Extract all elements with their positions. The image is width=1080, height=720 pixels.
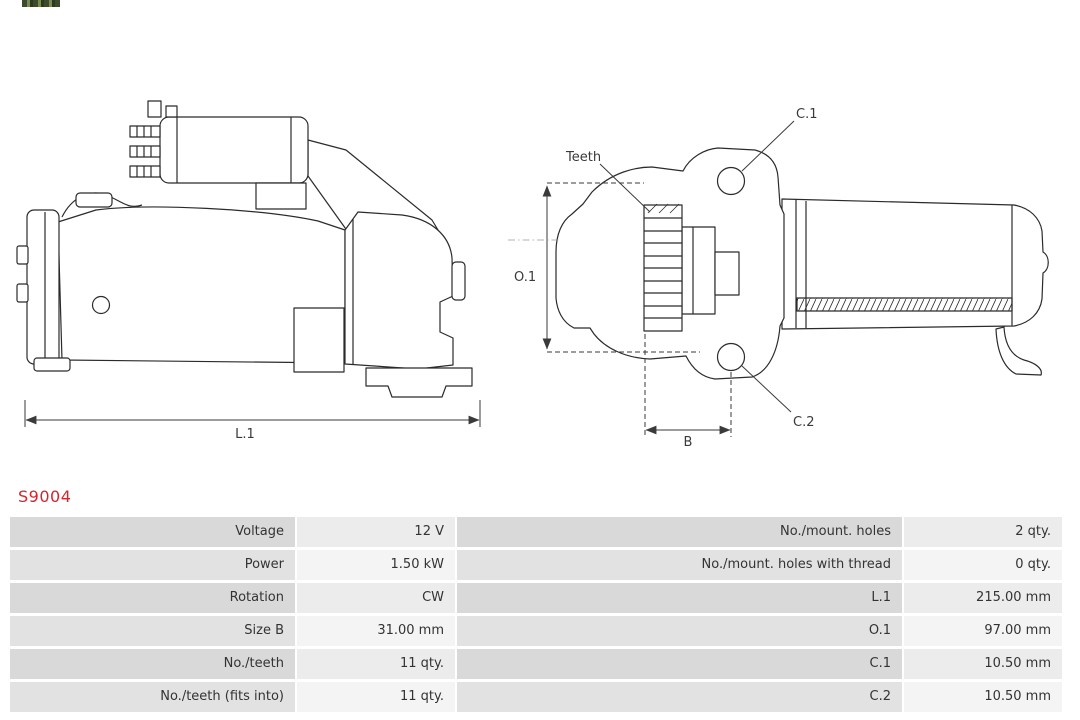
leader-c1 xyxy=(741,120,795,172)
spec-label: Rotation xyxy=(10,583,295,613)
spec-label: Voltage xyxy=(10,517,295,547)
spec-value: 215.00 mm xyxy=(904,583,1062,613)
pinion-gear xyxy=(643,203,683,332)
starter-side-view-drawing xyxy=(16,100,473,398)
label-o1: O.1 xyxy=(514,270,536,285)
spec-label: Size B xyxy=(10,616,295,646)
leader-c2 xyxy=(741,365,792,413)
label-teeth: Teeth xyxy=(565,150,601,165)
spec-value: 0 qty. xyxy=(904,550,1062,580)
spec-value: 1.50 kW xyxy=(297,550,455,580)
rear-bracket xyxy=(995,326,1042,376)
spec-value: 2 qty. xyxy=(904,517,1062,547)
solenoid-terminals xyxy=(129,100,178,178)
tie-bolt-band xyxy=(796,297,1013,312)
spec-value: 10.50 mm xyxy=(904,682,1062,712)
solenoid xyxy=(159,116,309,184)
motor-housing xyxy=(781,198,1049,330)
body-hole xyxy=(91,295,111,315)
spec-value: 11 qty. xyxy=(297,682,455,712)
spec-label: C.1 xyxy=(457,649,902,679)
dimension-annotations xyxy=(24,120,795,437)
spec-label: No./teeth (fits into) xyxy=(10,682,295,712)
label-l1: L.1 xyxy=(235,427,255,442)
spec-label: No./mount. holes xyxy=(457,517,902,547)
spec-label: C.2 xyxy=(457,682,902,712)
spec-label: Power xyxy=(10,550,295,580)
spec-label: O.1 xyxy=(457,616,902,646)
spec-table: Voltage 12 V No./mount. holes 2 qty. Pow… xyxy=(10,517,1062,712)
motor-body xyxy=(57,206,346,364)
end-cap xyxy=(26,209,60,365)
spec-label: No./mount. holes with thread xyxy=(457,550,902,580)
spec-value: CW xyxy=(297,583,455,613)
spec-label: No./teeth xyxy=(10,649,295,679)
label-b: B xyxy=(684,435,693,450)
shaft-end xyxy=(451,261,466,301)
spec-label: L.1 xyxy=(457,583,902,613)
spec-value: 10.50 mm xyxy=(904,649,1062,679)
spec-value: 97.00 mm xyxy=(904,616,1062,646)
leader-teeth xyxy=(599,163,651,213)
product-code: S9004 xyxy=(18,487,72,506)
mounting-hole-c1 xyxy=(716,166,746,196)
spec-value: 31.00 mm xyxy=(297,616,455,646)
mounting-foot xyxy=(365,367,473,398)
label-c1: C.1 xyxy=(796,107,817,122)
cable-connector xyxy=(75,192,113,208)
label-c2: C.2 xyxy=(793,415,814,430)
spec-value: 11 qty. xyxy=(297,649,455,679)
starter-drive-view-drawing xyxy=(555,147,1049,380)
drawing-labels: Teeth C.1 C.2 O.1 B L.1 xyxy=(235,107,817,450)
technical-drawings: Teeth C.1 C.2 O.1 B L.1 xyxy=(16,100,1049,450)
spec-value: 12 V xyxy=(297,517,455,547)
mounting-hole-c2 xyxy=(716,342,746,372)
cropped-logo-fragment xyxy=(22,0,60,7)
mounting-bracket xyxy=(293,307,345,373)
drive-end-housing xyxy=(344,211,454,370)
